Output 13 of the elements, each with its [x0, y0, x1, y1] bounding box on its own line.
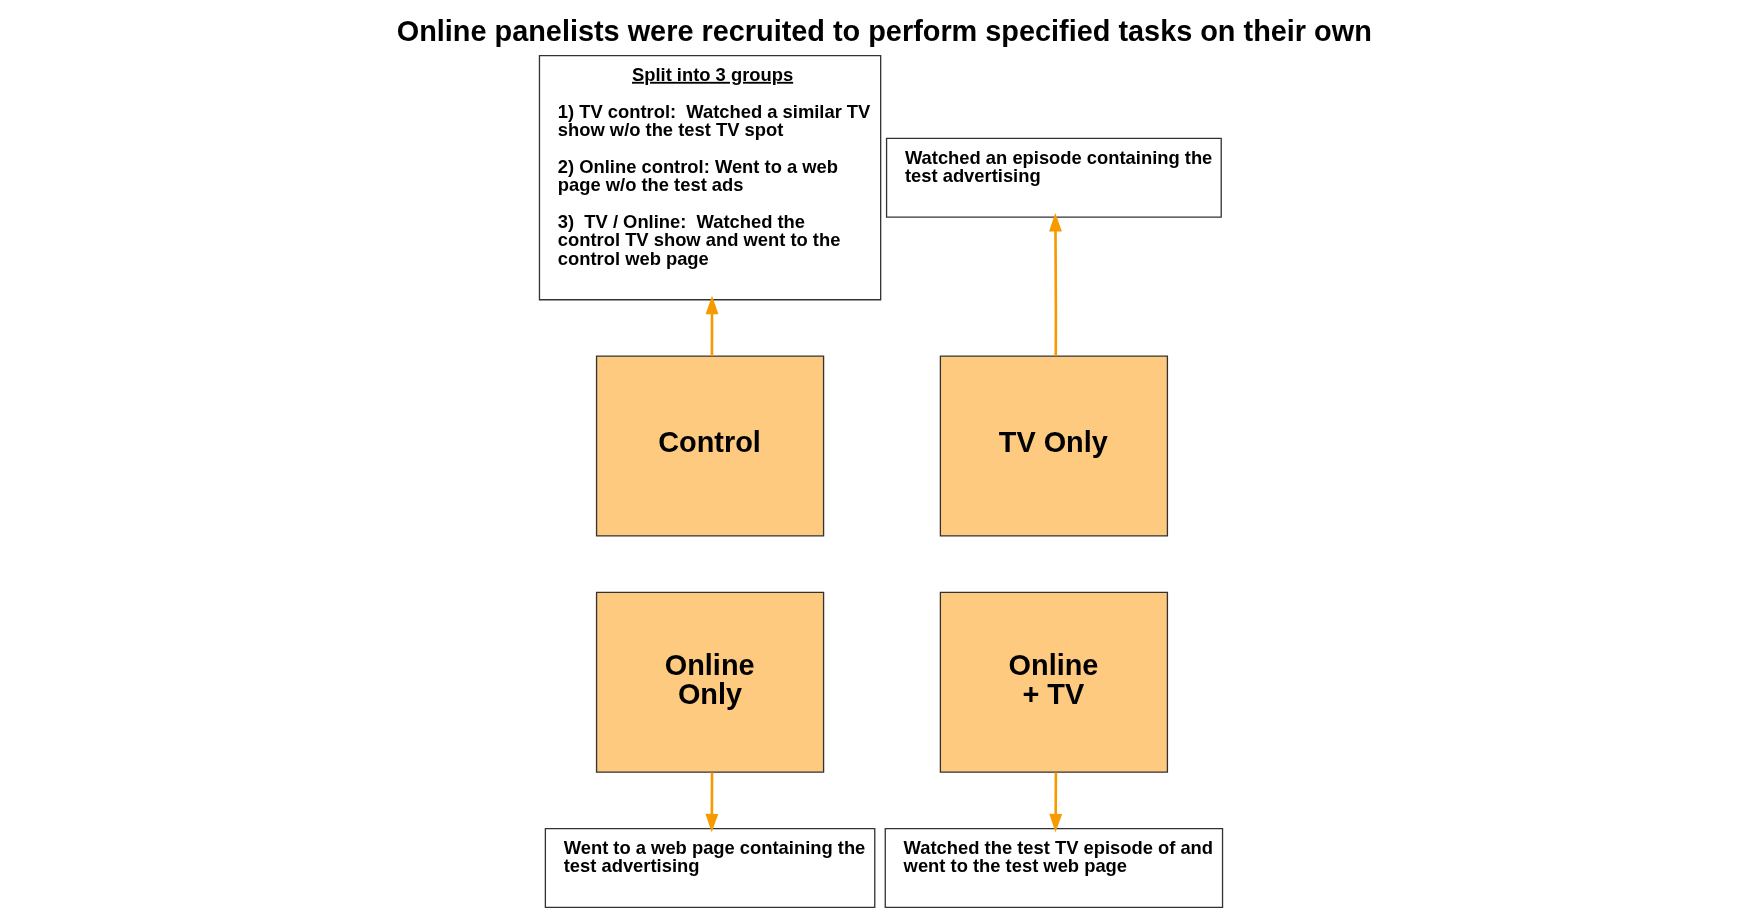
node-box: TV Only: [939, 355, 1169, 537]
node-box: Online Only: [595, 591, 825, 773]
arrow: [1049, 213, 1062, 356]
diagram-title: Online panelists were recruited to perform specified tasks on their own: [396, 14, 1372, 47]
node-box: Online + TV: [939, 591, 1169, 773]
arrow: [705, 295, 719, 357]
node-box: Watched the test TV episode of and went to the test web page: [884, 827, 1224, 908]
arrow: [1049, 772, 1063, 833]
node-box: Watched an episode containing the test advertising: [885, 137, 1222, 218]
node-box: Control: [595, 355, 825, 537]
arrow: [705, 772, 719, 833]
node-box: Went to a web page containing the test advertising: [544, 827, 876, 908]
node-box: Split into 3 groups 1) TV control: Watched a similar TV show w/o the test TV spot 2) Online control: Went to a web page w/o the test ads 3) TV / Online: Watched the control TV show and went to the control web page: [538, 55, 882, 301]
